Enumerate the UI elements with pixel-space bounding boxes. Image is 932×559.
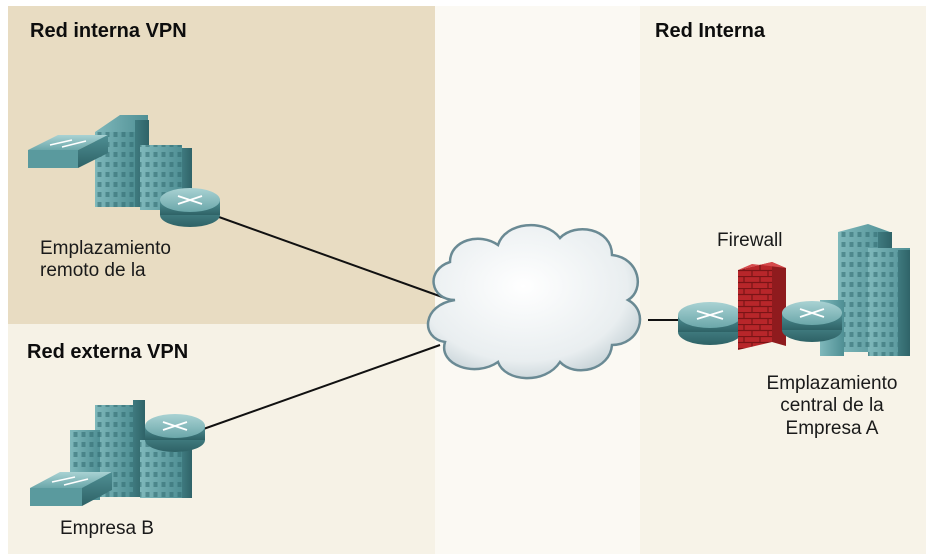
zone-title-internal: Red Interna: [655, 20, 766, 42]
router-icon: [145, 414, 205, 452]
firewall-icon: [738, 262, 786, 350]
hq-label: Emplazamiento central de la Empresa A: [742, 373, 922, 440]
router-icon: [678, 302, 742, 345]
hq-label-line3: Empresa A: [785, 417, 879, 439]
internet-cloud: [426, 223, 642, 380]
router-icon: [160, 188, 220, 227]
firewall-label: Firewall: [717, 230, 783, 251]
building-icon: [820, 224, 910, 356]
switch-icon: [28, 135, 108, 168]
remote-site-label-line2: remoto de la: [40, 260, 146, 282]
zone-title-internal-vpn: Red interna VPN: [30, 20, 187, 42]
remote-site-label: Emplazamiento remoto de la: [40, 238, 171, 283]
zone-title-external-vpn: Red externa VPN: [27, 341, 189, 363]
switch-icon: [30, 472, 112, 506]
hq-label-line2: central de la: [780, 395, 884, 417]
router-icon: [782, 301, 842, 342]
link-companyb-to-cloud: [194, 344, 441, 433]
hq-label-line1: Emplazamiento: [766, 373, 898, 394]
remote-site-label-line1: Emplazamiento: [40, 238, 171, 259]
link-remote-to-cloud: [204, 211, 446, 299]
company-b-label: Empresa B: [60, 518, 154, 539]
